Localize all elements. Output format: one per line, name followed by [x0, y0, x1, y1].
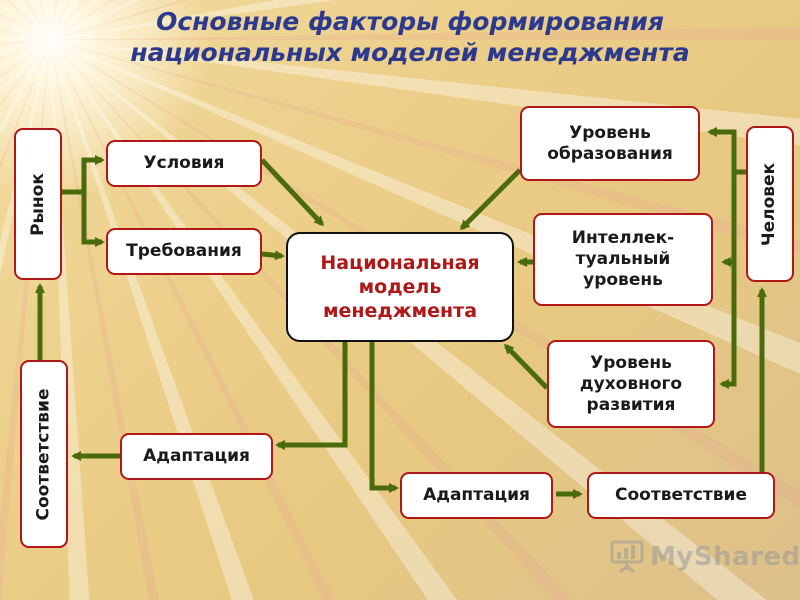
- arrow-person-intellect: [721, 172, 737, 267]
- arrow-person-spiritual: [719, 262, 737, 389]
- arrow-education-center: [459, 168, 522, 231]
- requirements-box: Требования: [106, 228, 262, 275]
- arrow-center-left-adaptation: [275, 342, 348, 450]
- arrow-market-conditions: [62, 155, 105, 195]
- arrow-conditions-center: [260, 158, 325, 227]
- spiritual-box: Уровень духовного развития: [547, 340, 715, 428]
- market-label: Рынок: [27, 172, 48, 236]
- national-model-box: Национальная модель менеджмента: [286, 232, 514, 342]
- person-label: Человек: [759, 162, 780, 246]
- logo-text: MyShared: [650, 542, 800, 572]
- arrow-market-requirements: [81, 192, 105, 247]
- education-box: Уровень образования: [520, 106, 700, 181]
- left-correspondence-box: Соответствие: [20, 360, 68, 548]
- intellect-box: Интеллек- туальный уровень: [533, 213, 713, 306]
- arrow-center-bottom-adaptation: [369, 342, 399, 493]
- person-box: Человек: [746, 126, 794, 282]
- arrow-spiritual-center: [503, 343, 549, 390]
- bottom-adaptation-box: Адаптация: [400, 472, 553, 519]
- arrow-person-education: [707, 127, 748, 175]
- bottom-correspondence-box: Соответствие: [587, 472, 775, 519]
- watermark-logo: MyShared: [610, 540, 800, 574]
- presentation-icon: [610, 540, 644, 574]
- market-box: Рынок: [14, 128, 62, 280]
- left-correspondence-label: Соответствие: [33, 388, 54, 520]
- conditions-box: Условия: [106, 140, 262, 187]
- page-title: Основные факторы формирования национальн…: [130, 7, 690, 67]
- arrow-requirements-center: [261, 250, 285, 261]
- left-adaptation-box: Адаптация: [120, 433, 273, 480]
